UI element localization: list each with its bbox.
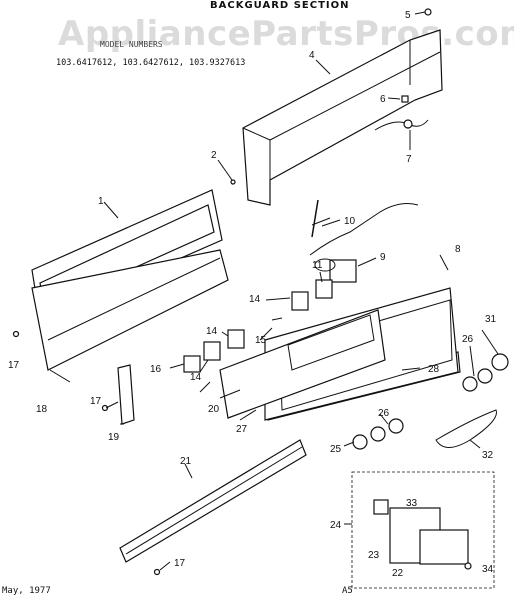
callout-16: 16 xyxy=(150,364,162,375)
screw-17a xyxy=(12,330,20,338)
callout-20: 20 xyxy=(208,404,220,415)
screw-2 xyxy=(230,179,236,185)
callout-28: 28 xyxy=(428,364,440,375)
capillary-wire xyxy=(309,203,419,256)
switch-9 xyxy=(314,258,357,283)
callout-14b: 14 xyxy=(206,326,218,337)
callout-18: 18 xyxy=(36,404,48,415)
trim-21 xyxy=(119,439,307,563)
screw-15 xyxy=(271,317,283,321)
clip-6 xyxy=(401,95,409,103)
model-label: MODEL NUMBERS xyxy=(100,40,163,49)
switch-14b xyxy=(227,329,245,349)
callout-32: 32 xyxy=(482,450,494,461)
clock-assembly-24 xyxy=(351,471,495,589)
backguard-top-panel xyxy=(242,29,443,206)
lower-panel-18 xyxy=(31,249,229,371)
callout-11: 11 xyxy=(312,260,323,271)
callout-21: 21 xyxy=(180,456,192,467)
footer-page: A5 xyxy=(342,586,353,596)
callout-15: 15 xyxy=(255,335,267,346)
callout-19: 19 xyxy=(108,432,120,443)
callout-14c: 14 xyxy=(190,372,202,383)
screw-17c xyxy=(153,568,161,576)
callout-26b: 26 xyxy=(462,334,474,345)
bracket-10 xyxy=(311,199,331,238)
leader-lines xyxy=(49,11,499,571)
page-title: BACKGUARD SECTION xyxy=(210,0,350,11)
callout-14a: 14 xyxy=(249,294,261,305)
switch-14c xyxy=(203,341,221,361)
callout-24: 24 xyxy=(330,520,342,531)
callout-2: 2 xyxy=(211,150,217,161)
callout-17a: 17 xyxy=(8,360,20,371)
knobs-lower xyxy=(352,418,404,450)
footer-date: May, 1977 xyxy=(2,586,51,596)
knobs-upper xyxy=(462,353,509,392)
callout-1: 1 xyxy=(98,196,104,207)
callout-33: 33 xyxy=(406,498,418,509)
post-19 xyxy=(117,364,135,425)
callout-8: 8 xyxy=(455,244,461,255)
wire-7 xyxy=(374,119,429,131)
callout-25: 25 xyxy=(330,444,342,455)
callout-31: 31 xyxy=(485,314,497,325)
callout-4: 4 xyxy=(309,50,315,61)
switch-14a xyxy=(291,291,309,311)
callout-26a: 26 xyxy=(378,408,390,419)
screw-17b xyxy=(101,404,109,412)
callout-7: 7 xyxy=(406,154,412,165)
callout-34: 34 xyxy=(482,564,494,575)
callout-9: 9 xyxy=(380,252,386,263)
callout-17c: 17 xyxy=(174,558,186,569)
callout-23: 23 xyxy=(368,550,380,561)
model-numbers: 103.6417612, 103.6427612, 103.9327613 xyxy=(56,58,246,68)
callout-10: 10 xyxy=(344,216,356,227)
callout-22: 22 xyxy=(392,568,404,579)
callout-6: 6 xyxy=(380,94,386,105)
callout-5: 5 xyxy=(405,10,411,21)
callout-27: 27 xyxy=(236,424,248,435)
callout-17b: 17 xyxy=(90,396,102,407)
wire-32 xyxy=(435,409,497,448)
panel-20 xyxy=(219,309,386,419)
switch-11 xyxy=(315,279,333,299)
